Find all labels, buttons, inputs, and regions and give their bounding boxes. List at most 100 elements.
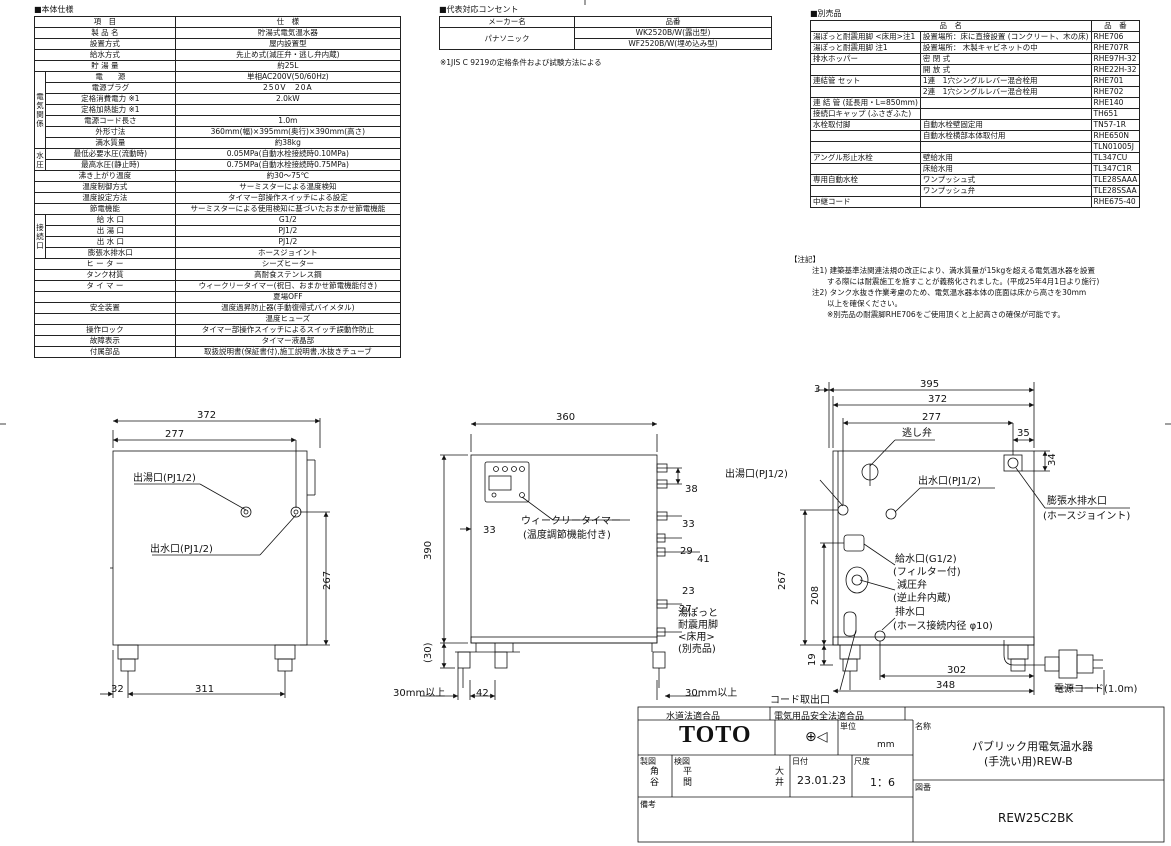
note-line-5: ※別売品の耐震脚RHE706をご使用頂くと上記高さの確保が可能です。: [812, 310, 1065, 319]
scale-value: 1：6: [870, 776, 895, 789]
scale-label: 尺度: [854, 757, 870, 766]
rear-label-supply-1: 給水口(G1/2): [895, 552, 957, 565]
date-value: 23.01.23: [797, 774, 846, 787]
outlet-model-2: WF2520B/W(埋め込み型): [574, 38, 772, 50]
side-label-timer-2: (温度調節機能付き): [523, 528, 611, 541]
table-row: 沸き上がり温度約30～75℃: [34, 170, 402, 182]
projection-symbol-icon: ⊕◁: [805, 729, 828, 745]
side-dim-33a: 33: [483, 525, 496, 536]
rear-dim-348: 348: [936, 680, 955, 691]
checked-by-1: 平間: [683, 767, 693, 788]
front-dim-311: 311: [195, 684, 214, 695]
water-law-label: 水道法適合品: [666, 712, 721, 722]
remarks-label: 備考: [640, 800, 656, 809]
note-line-3: 注2) タンク水抜き作業考慮のため、電気温水器本体の底面は床から高さを30mm: [812, 288, 1087, 297]
side-dim-23: 23: [682, 586, 695, 597]
rear-label-reduce-1: 減圧弁: [897, 578, 927, 591]
table-row: TLN01005J: [810, 141, 1141, 153]
side-dim-360: 360: [556, 412, 575, 423]
checked-by-2: 大井: [775, 767, 785, 788]
rear-label-reduce-2: (逆止弁内蔵): [893, 591, 951, 604]
front-dim-32: 32: [111, 684, 124, 695]
table-row: 連 結 管 (延長用・L=850mm)RHE140: [810, 97, 1141, 109]
rear-label-hot: 出湯口(PJ1/2): [725, 467, 788, 480]
side-dim-30: (30): [423, 642, 434, 663]
unit-value: mm: [877, 740, 895, 750]
notes-title: 【注記】: [790, 255, 820, 264]
drawing-number: REW25C2BK: [998, 811, 1074, 825]
rear-dim-19: 19: [807, 653, 818, 666]
front-dim-372: 372: [197, 410, 216, 421]
table-row: 設置方式屋内設置型: [34, 38, 402, 50]
front-dim-267: 267: [322, 571, 333, 590]
rear-dim-34: 34: [1047, 453, 1058, 466]
table-cell: PJ1/2: [174, 225, 402, 237]
rear-dim-395: 395: [920, 379, 939, 390]
table-header: 品 名 品 番: [810, 20, 1141, 32]
rear-label-exp-2: (ホースジョイント): [1043, 510, 1130, 522]
drawn-by: 角谷: [650, 767, 660, 788]
unit-label: 単位: [840, 722, 856, 731]
note-line-4: 以上を確保ください。: [812, 299, 902, 308]
rear-label-supply-2: (フィルター付): [893, 565, 961, 578]
check-label: 検図: [674, 757, 690, 766]
rear-dim-267: 267: [777, 571, 788, 590]
title-block: [637, 706, 1165, 843]
side-label-floor-2: 30mm以上: [685, 687, 737, 699]
table-cell: 中継コード: [810, 196, 921, 208]
front-label-water: 出水口(PJ1/2): [150, 542, 213, 555]
rear-dim-35: 35: [1017, 428, 1030, 439]
side-dim-33b: 33: [682, 519, 695, 530]
drawing-number-label: 図番: [915, 783, 931, 792]
side-label-leg-4: (別売品): [678, 642, 716, 655]
front-view: [100, 418, 330, 698]
rear-dim-208: 208: [810, 586, 821, 605]
table-cell: 取扱説明書(保証書付),施工説明書,水抜きチューブ: [174, 346, 402, 358]
table-row: 節電機能サーミスターによる使用検知に基づいたおまかせ節電機能: [34, 203, 402, 215]
rear-dim-277: 277: [922, 412, 941, 423]
outlet-footnote: ※1JIS C 9219の定格条件および試験方法による: [440, 58, 602, 67]
side-dim-390: 390: [423, 541, 434, 560]
side-dim-42: 42: [476, 688, 489, 699]
rear-label-drain-1: 排水口: [895, 605, 925, 618]
rear-label-exp-1: 膨張水排水口: [1047, 494, 1107, 507]
table-row: ヒ ー タ ーシーズヒーター: [34, 258, 402, 270]
side-label-leg-3: <床用>: [678, 630, 715, 643]
rear-label-cord: 電源コード(1.0m): [1054, 682, 1138, 695]
front-label-hot: 出湯口(PJ1/2): [133, 471, 196, 484]
side-dim-41: 41: [697, 554, 710, 565]
date-label: 日付: [792, 757, 808, 766]
table-row: タンク材質高耐食ステンレス鋼: [34, 269, 402, 281]
table-cell: TL347C1R: [1090, 163, 1141, 175]
rear-label-relief: 逃し弁: [902, 426, 932, 439]
rear-dim-3: 3: [814, 384, 820, 395]
name-label: 名称: [915, 722, 931, 731]
side-dim-38: 38: [685, 484, 698, 495]
outlet-table: メーカー名 品番 パナソニック WK2520B/W(露出型) WF2520B/W…: [439, 16, 772, 50]
spec-table: 項 目 仕 様 製 品 名貯湯式電気温水器設置方式屋内設置型給水方式先止め式(減…: [34, 16, 402, 358]
table-row: 定格加熱能力 ※1: [35, 104, 402, 116]
rear-label-drain-2: (ホース接続内径 φ10): [893, 619, 993, 632]
elec-law-label: 電気用品安全法適合品: [774, 712, 865, 722]
rear-dim-302: 302: [947, 665, 966, 676]
options-title: ■別売品: [810, 9, 842, 18]
note-line-1: 注1) 建築基準法関連法規の改正により、満水質量が15kgを超える電気温水器を設…: [812, 266, 1096, 275]
table-row: 付属部品取扱説明書(保証書付),施工説明書,水抜きチューブ: [34, 346, 402, 358]
outlet-maker: パナソニック: [439, 27, 575, 50]
side-dim-27: 27: [679, 604, 692, 615]
drawn-label: 製図: [640, 757, 656, 766]
product-name-2: (手洗い用)REW-B: [984, 755, 1073, 768]
rear-label-water: 出水口(PJ1/2): [918, 474, 981, 487]
table-cell: 接 続 口: [34, 214, 46, 259]
